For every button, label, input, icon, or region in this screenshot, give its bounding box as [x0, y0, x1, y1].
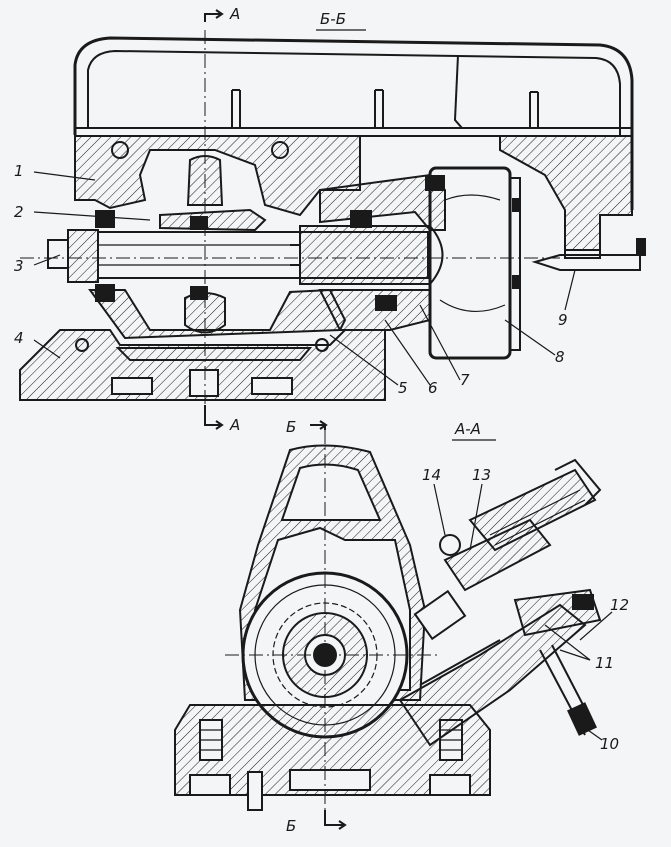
bearing-cap-lower: [318, 289, 431, 331]
cut-label-a-top: А: [229, 5, 240, 23]
callout-10: 10: [600, 735, 619, 753]
worm-wheel: [159, 208, 267, 232]
callouts: 1 2 3 4 5 6 7 8 9 10 11 12: [14, 162, 629, 753]
section-bb-view: А А Б-Б: [19, 5, 646, 434]
callout-4: 4: [14, 329, 24, 347]
callout-3: 3: [14, 257, 24, 275]
cut-label-b-top: Б: [286, 418, 296, 436]
bolt-hole: [111, 141, 129, 159]
stop-knob: [439, 534, 461, 556]
housing-lower: [88, 288, 347, 340]
callout-9: 9: [558, 311, 568, 329]
bearing-cap-upper: [319, 173, 446, 231]
section-aa-view: А-А: [174, 418, 602, 835]
cut-label-b-bottom: Б: [286, 817, 296, 835]
swing-arm: [398, 603, 587, 747]
cut-label-a-bottom: А: [229, 416, 240, 434]
callout-12: 12: [610, 596, 629, 614]
section-bb-title: Б-Б: [320, 10, 346, 28]
callout-1: 1: [14, 162, 24, 180]
callout-7: 7: [460, 371, 470, 389]
callout-8: 8: [555, 348, 565, 366]
spindle-nut: [47, 239, 69, 269]
callout-11: 11: [595, 654, 614, 672]
callout-5: 5: [398, 379, 408, 397]
bolt-hole: [271, 141, 289, 159]
guard-frame: [73, 36, 634, 210]
callout-13: 13: [472, 466, 491, 484]
callout-2: 2: [14, 203, 24, 221]
tailstock-center: [531, 254, 641, 271]
spindle-collar: [67, 229, 99, 283]
spindle-sleeve: [299, 225, 431, 285]
guard-frame-inner: [87, 49, 621, 135]
callout-6: 6: [428, 379, 438, 397]
section-aa-title: А-А: [454, 420, 481, 438]
guard-ribs: [231, 54, 539, 129]
chuck-face: [429, 225, 444, 285]
callout-14: 14: [422, 466, 441, 484]
chuck-8: [428, 166, 512, 360]
